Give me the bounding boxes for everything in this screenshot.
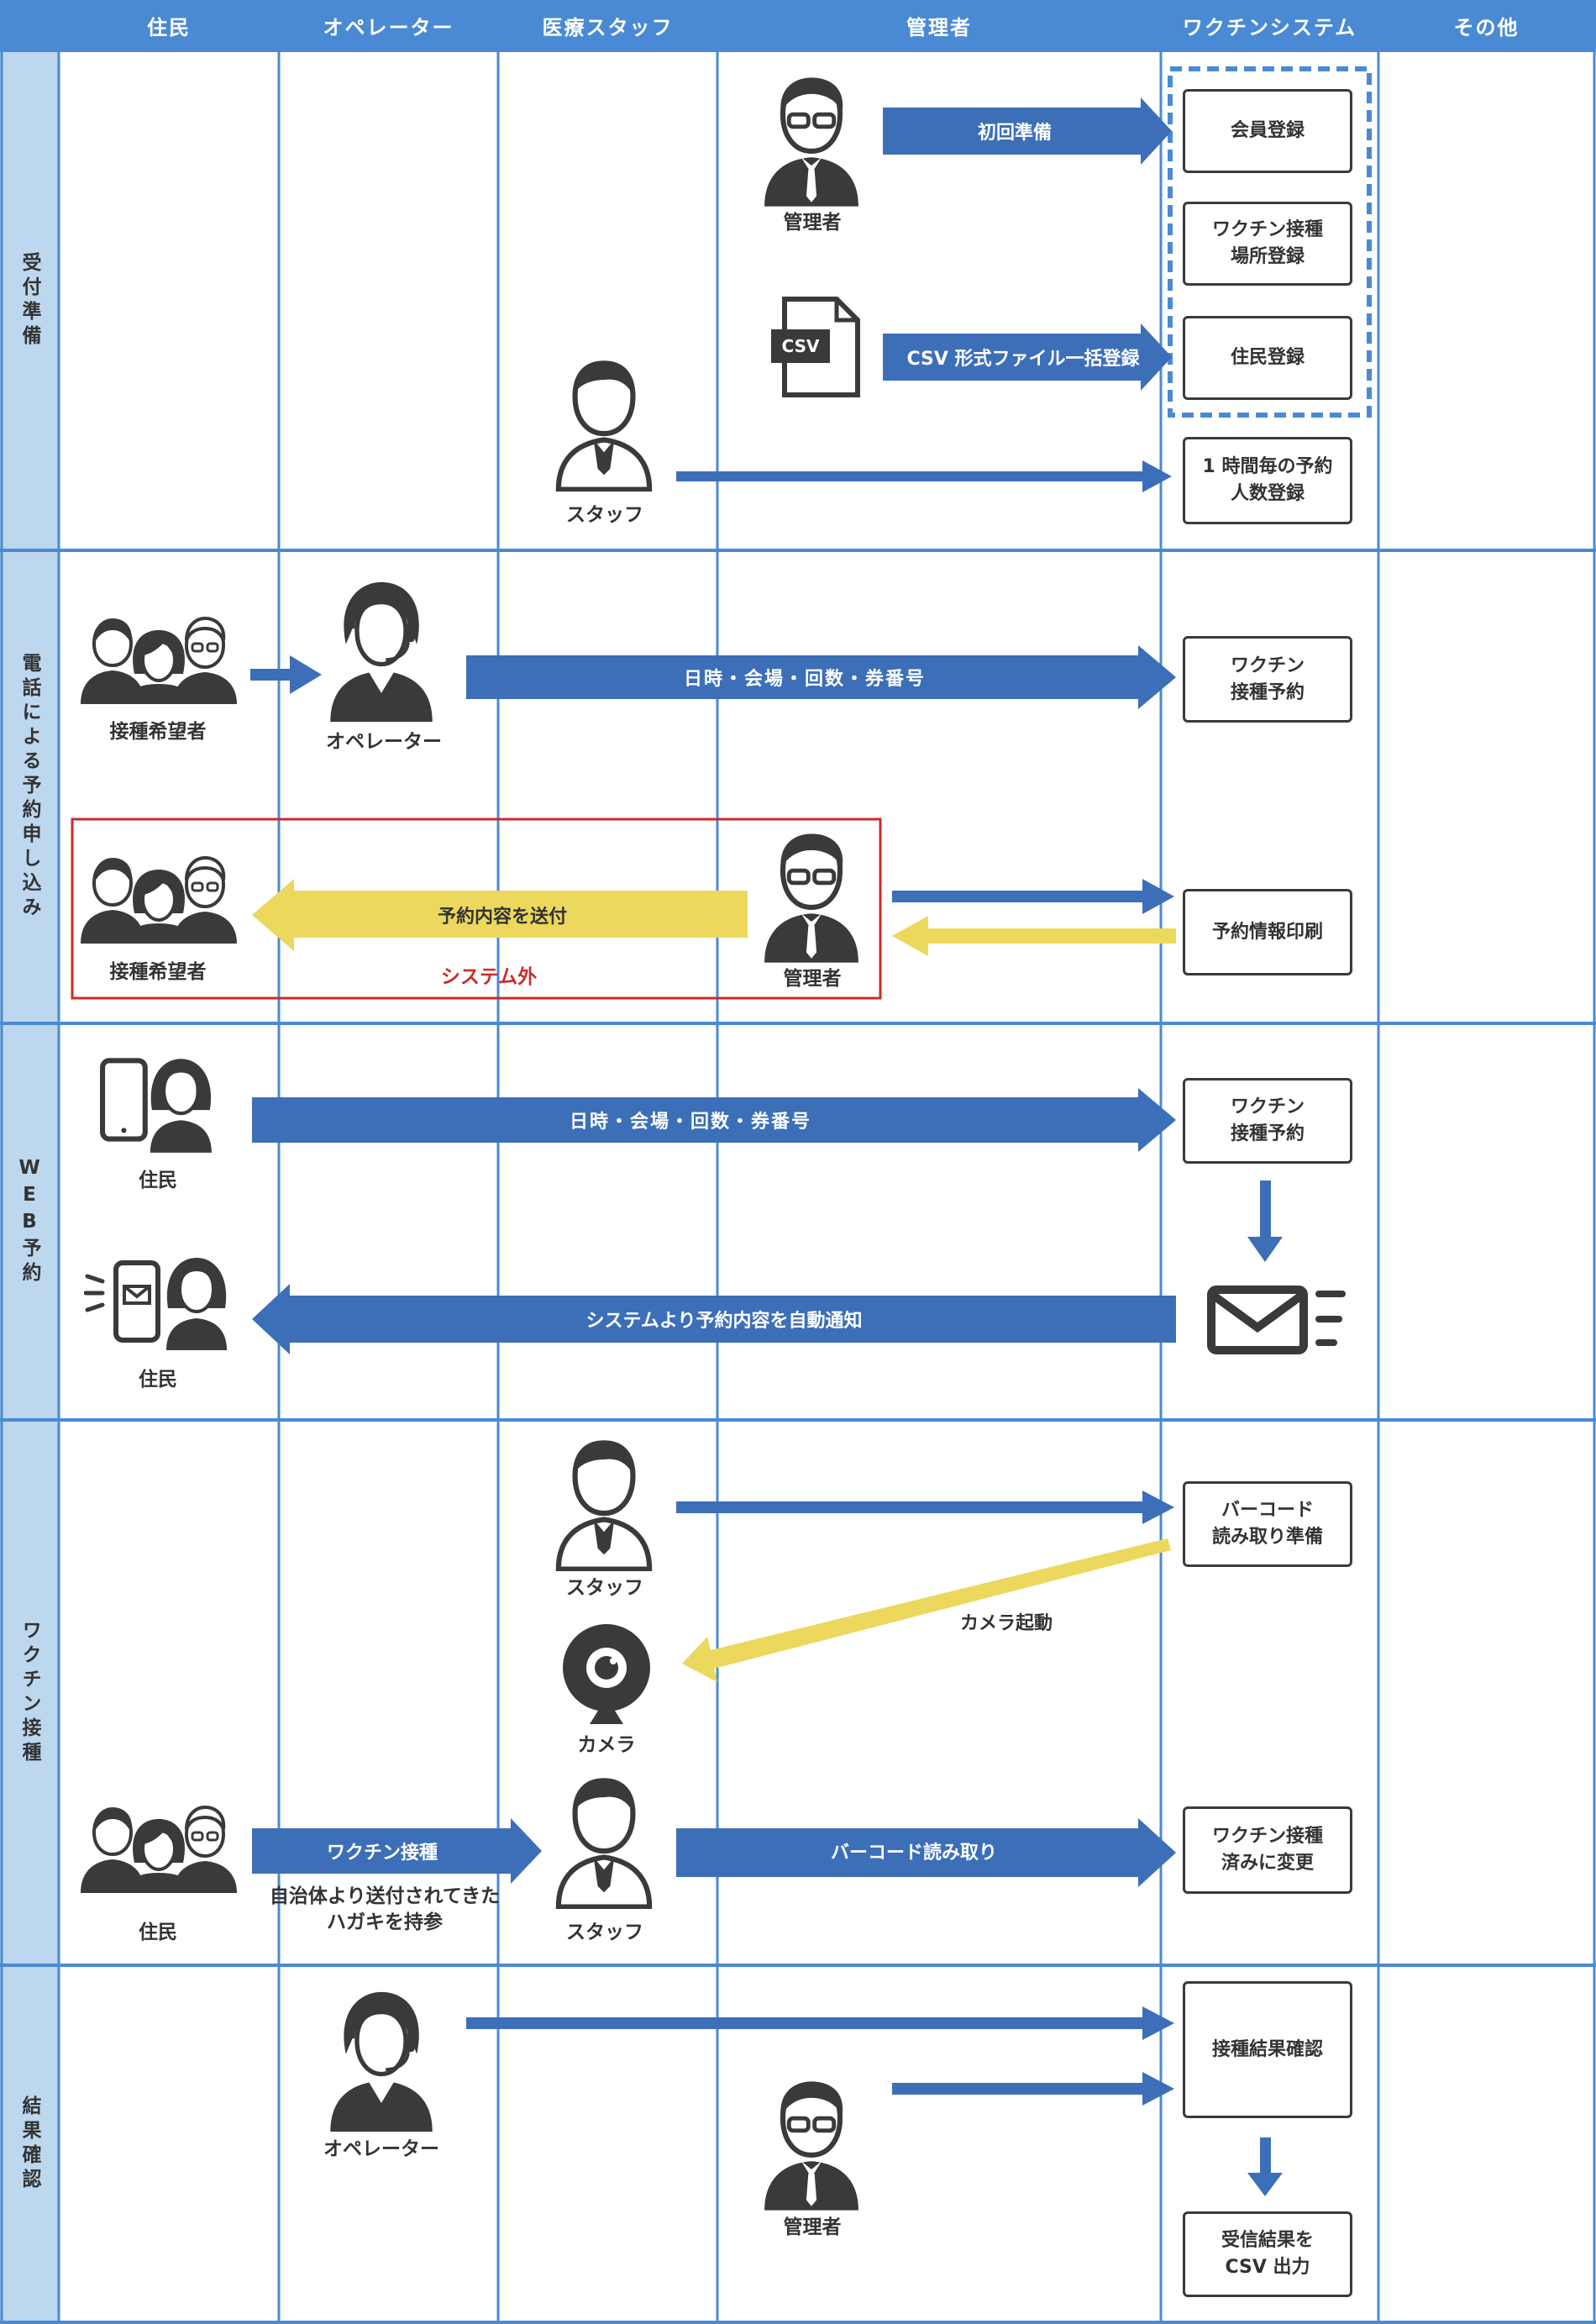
box-result-confirm: 接種結果確認 — [1183, 1981, 1352, 2118]
arrow-send-reservation-label: 予約内容を送付 — [437, 907, 568, 928]
box-member-registration: 会員登録 — [1183, 89, 1352, 173]
box-barcode-prep: バーコード読み取り準備 — [1183, 1481, 1352, 1567]
col-header-medical-staff: 医療スタッフ — [542, 15, 674, 39]
web-resident2-label: 住民 — [139, 1369, 177, 1391]
arrow-vaccination-label: ワクチン接種 — [326, 1843, 438, 1864]
postcard-note: 自治体より送付されてきたハガキを持参 — [269, 1885, 501, 1934]
row-header-phone-reservation: 電話による予約申し込み — [18, 653, 40, 921]
envelope-icon — [1207, 1286, 1346, 1354]
col-header-resident: 住民 — [147, 15, 191, 39]
csv-file-icon — [771, 297, 860, 397]
box-resident-registration: 住民登録 — [1183, 316, 1352, 400]
box-hourly-capacity: 1 時間毎の予約人数登録 — [1183, 437, 1352, 524]
row-header-vaccination: ワクチン接種 — [18, 1619, 40, 1766]
row-header-reception-prep: 受付準備 — [18, 251, 40, 350]
box-web-reservation: ワクチン接種予約 — [1183, 1078, 1352, 1164]
staff2-label: スタッフ — [566, 1922, 643, 1943]
applicant2-label: 接種希望者 — [109, 961, 207, 983]
camera-start-label: カメラ起動 — [959, 1613, 1053, 1634]
box-vaccination-site: ワクチン接種場所登録 — [1183, 202, 1352, 286]
col-header-other: その他 — [1453, 15, 1520, 39]
camera-label: カメラ — [577, 1734, 636, 1756]
arrow-initial-prep-label: 初回準備 — [977, 123, 1053, 144]
staff-label: スタッフ — [566, 504, 643, 526]
arrow-barcode-read-label: バーコード読み取り — [830, 1843, 998, 1864]
col-header-operator: オペレーター — [323, 15, 454, 39]
web-resident-label: 住民 — [139, 1170, 177, 1191]
outside-system-label: システム外 — [440, 966, 538, 988]
arrow-auto-notify-label: システムより予約内容を自動通知 — [585, 1311, 863, 1332]
admin2-label: 管理者 — [783, 968, 842, 990]
result-operator-label: オペレーター — [323, 2138, 439, 2160]
arrow-web-datetime-label: 日時・会場・回数・券番号 — [569, 1112, 812, 1133]
camera-icon — [563, 1624, 650, 1724]
col-header-vaccine-system: ワクチンシステム — [1182, 15, 1357, 39]
vaccinate-resident-label: 住民 — [139, 1922, 177, 1943]
box-phone-reservation: ワクチン接種予約 — [1183, 636, 1352, 723]
operator-label: オペレーター — [326, 731, 442, 753]
row-header-result-check: 結果確認 — [18, 2095, 40, 2193]
box-print-reservation: 予約情報印刷 — [1183, 889, 1352, 975]
csv-icon-label: CSV — [781, 336, 820, 356]
arrow-phone-datetime-label: 日時・会場・回数・券番号 — [683, 669, 927, 690]
box-vaccinated-change: ワクチン接種済みに変更 — [1183, 1806, 1352, 1894]
applicant-label: 接種希望者 — [109, 721, 207, 743]
admin-label: 管理者 — [783, 212, 842, 234]
staff-barcode-label: スタッフ — [566, 1577, 643, 1599]
row-header-web-reservation: WEB予約 — [18, 1157, 40, 1286]
arrow-csv-label: CSV 形式ファイル一括登録 — [906, 349, 1140, 370]
col-header-admin: 管理者 — [906, 15, 972, 39]
result-admin-label: 管理者 — [783, 2216, 842, 2238]
